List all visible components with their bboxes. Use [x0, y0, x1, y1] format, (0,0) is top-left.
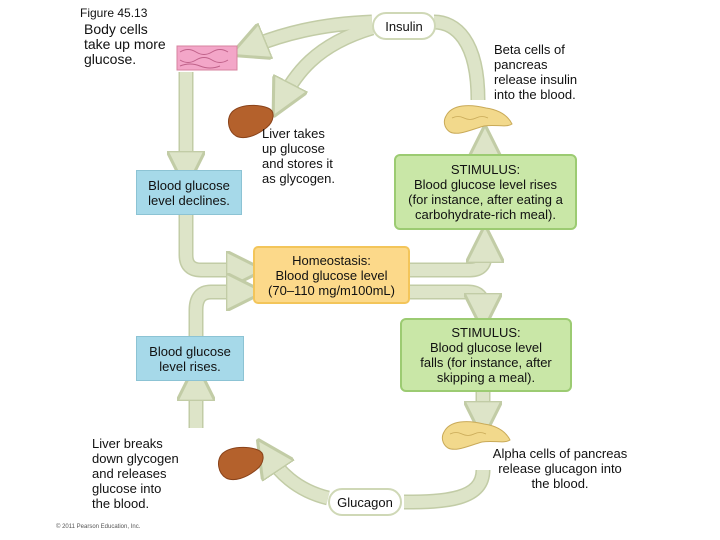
liver-breaks-down-text: Liver breaks down glycogen and releases … — [92, 436, 179, 511]
liver-icon — [218, 446, 264, 481]
liver-takes-up-text: Liver takes up glucose and stores it as … — [262, 126, 335, 186]
glucagon-label: Glucagon — [328, 488, 402, 516]
glucose-rises-box: Blood glucose level rises. — [136, 336, 244, 381]
homeostasis-box: Homeostasis: Blood glucose level (70–110… — [253, 246, 410, 304]
copyright-text: © 2011 Pearson Education, Inc. — [56, 524, 141, 530]
liver-icon — [228, 104, 274, 139]
stimulus-falls-box: STIMULUS: Blood glucose level falls (for… — [400, 318, 572, 392]
arrow-declines-to-homeostasis — [178, 215, 245, 278]
pancreas-icon — [441, 421, 511, 450]
body-cells-text: Body cells take up more glucose. — [84, 21, 166, 67]
figure-label: Figure 45.13 — [80, 6, 148, 20]
alpha-cells-text: Alpha cells of pancreas release glucagon… — [492, 446, 628, 491]
stimulus-rises-box: STIMULUS: Blood glucose level rises (for… — [394, 154, 577, 230]
pancreas-icon — [443, 105, 513, 134]
glucose-declines-box: Blood glucose level declines. — [136, 170, 242, 215]
cells-image — [176, 45, 238, 71]
beta-cells-text: Beta cells of pancreas release insulin i… — [494, 42, 578, 102]
insulin-label: Insulin — [372, 12, 436, 40]
